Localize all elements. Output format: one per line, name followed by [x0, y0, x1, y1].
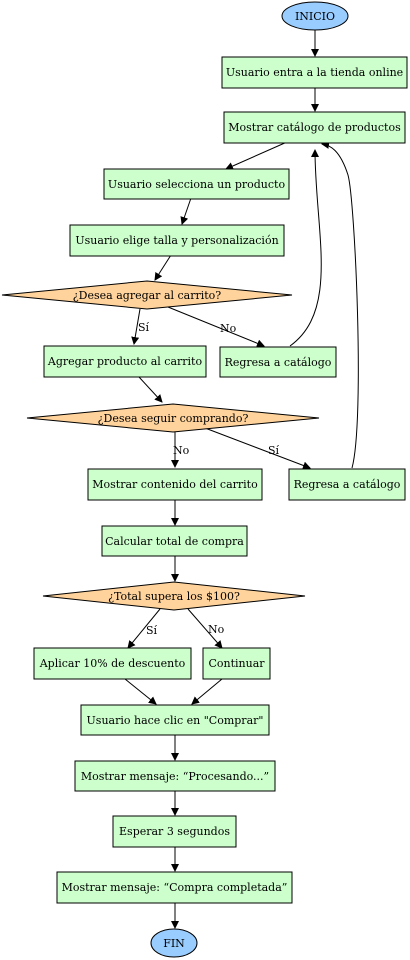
node-entra-label: Usuario entra a la tienda online: [226, 66, 403, 79]
node-procesando-label: Mostrar mensaje: “Procesando...”: [81, 770, 269, 783]
node-entra: Usuario entra a la tienda online: [221, 56, 408, 89]
node-regresa1-label: Regresa a catálogo: [225, 356, 332, 369]
edge-agregar-dseguir: [138, 376, 163, 403]
edges: [124, 30, 359, 929]
node-talla: Usuario elige talla y personalización: [69, 224, 285, 257]
edge-regresa2-catalogo: [321, 140, 359, 469]
node-decision-total-label: ¿Total supera los $100?: [108, 590, 240, 603]
edge-dcarrito-agregar: [131, 308, 141, 345]
node-comprar: Usuario hace clic en "Comprar": [80, 704, 270, 736]
node-procesando: Mostrar mensaje: “Procesando...”: [74, 760, 276, 792]
node-regresa2-label: Regresa a catálogo: [294, 478, 401, 491]
edge-selecciona-talla: [180, 197, 192, 225]
edge-label-total-no: No: [208, 623, 225, 636]
edge-label-seguir-si: Sí: [268, 444, 280, 457]
node-fin: FIN: [150, 928, 198, 958]
node-continuar-label: Continuar: [208, 657, 265, 670]
node-agregar-label: Agregar producto al carrito: [47, 355, 203, 368]
node-esperar: Esperar 3 segundos: [112, 815, 237, 848]
node-descuento-label: Aplicar 10% de descuento: [39, 657, 186, 670]
edge-label-total-si: Sí: [146, 624, 158, 637]
node-contenido: Mostrar contenido del carrito: [87, 468, 263, 501]
edge-dseguir-regresa2: [204, 427, 311, 470]
edge-catalogo-selecciona: [225, 141, 288, 170]
edge-dtotal-descuento: [127, 608, 161, 649]
node-inicio-label: INICIO: [295, 10, 335, 23]
node-contenido-label: Mostrar contenido del carrito: [92, 478, 258, 491]
node-decision-carrito-label: ¿Desea agregar al carrito?: [73, 289, 222, 302]
edge-label-carrito-no: No: [220, 322, 237, 335]
node-completada: Mostrar mensaje: “Compra completada”: [56, 871, 293, 904]
node-continuar: Continuar: [202, 647, 271, 680]
node-regresa1: Regresa a catálogo: [219, 346, 337, 378]
node-calcular-label: Calcular total de compra: [105, 535, 244, 548]
node-decision-seguir-label: ¿Desea seguir comprando?: [98, 412, 249, 425]
node-completada-label: Mostrar mensaje: “Compra completada”: [62, 881, 288, 894]
node-selecciona: Usuario selecciona un producto: [103, 168, 290, 200]
node-agregar: Agregar producto al carrito: [43, 345, 207, 378]
edge-label-seguir-no: No: [173, 444, 190, 457]
node-catalogo-label: Mostrar catálogo de productos: [228, 121, 401, 134]
node-decision-carrito: ¿Desea agregar al carrito?: [1, 280, 293, 310]
edge-label-carrito-si: Sí: [138, 321, 150, 334]
node-selecciona-label: Usuario selecciona un producto: [108, 178, 286, 191]
node-catalogo: Mostrar catálogo de productos: [223, 111, 406, 144]
node-descuento: Aplicar 10% de descuento: [33, 647, 192, 680]
edge-continuar-comprar: [191, 678, 223, 705]
node-comprar-label: Usuario hace clic en "Comprar": [87, 714, 264, 727]
node-regresa2: Regresa a catálogo: [288, 468, 406, 501]
node-decision-total: ¿Total supera los $100?: [42, 581, 306, 611]
edge-dcarrito-regresa1: [167, 306, 265, 348]
edge-talla-dcarrito: [154, 254, 172, 281]
node-fin-label: FIN: [163, 937, 185, 950]
edge-dtotal-continuar: [187, 608, 223, 649]
node-decision-seguir: ¿Desea seguir comprando?: [26, 403, 320, 433]
edge-descuento-comprar: [124, 678, 157, 705]
node-talla-label: Usuario elige talla y personalización: [75, 234, 278, 247]
edge-regresa1-catalogo: [289, 149, 322, 347]
node-calcular: Calcular total de compra: [101, 525, 248, 557]
node-inicio: INICIO: [281, 1, 349, 31]
node-esperar-label: Esperar 3 segundos: [119, 825, 230, 838]
edge-labels: Sí No No Sí Sí No: [138, 321, 280, 637]
